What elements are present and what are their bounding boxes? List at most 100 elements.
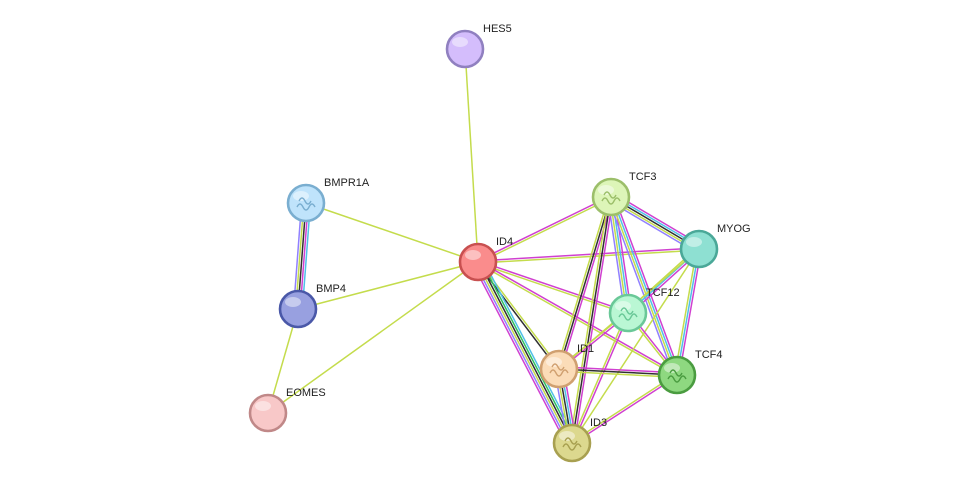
protein-structure-icon <box>562 437 582 451</box>
edge-eomes-id4[interactable] <box>267 261 479 414</box>
edge-id4-id3[interactable] <box>472 259 578 446</box>
protein-structure-icon <box>601 191 621 205</box>
node-highlight <box>559 431 575 441</box>
node-label: ID1 <box>577 343 594 355</box>
edge-line-textmining <box>305 202 479 263</box>
edge-tcf3-tcf4[interactable] <box>607 195 681 377</box>
node-circle <box>445 29 485 69</box>
edge-line-textmining <box>570 373 677 443</box>
node-highlight <box>452 37 468 47</box>
edge-line-textmining <box>570 312 628 443</box>
node-highlight <box>686 237 702 247</box>
edge-line-experiments <box>572 313 630 444</box>
edge-line-experiments <box>678 249 702 376</box>
node-label: TCF3 <box>629 171 657 183</box>
edge-id4-tcf4[interactable] <box>477 260 678 377</box>
node-label: EOMES <box>286 387 326 399</box>
edge-line-experiments <box>478 260 629 313</box>
edge-line-coexpression <box>558 196 612 370</box>
node-circle <box>679 229 719 269</box>
node-myog[interactable]: MYOG <box>679 223 751 269</box>
edge-line-experiments <box>573 197 614 444</box>
edge-line-homology <box>474 263 570 445</box>
node-label: ID4 <box>496 236 513 248</box>
node-circle <box>248 393 288 433</box>
node-label: BMP4 <box>316 283 346 295</box>
edge-line-textmining <box>297 261 479 310</box>
node-highlight <box>546 357 562 367</box>
edge-line-textmining <box>569 196 610 443</box>
node-label: ID3 <box>590 417 607 429</box>
edge-line-database <box>676 248 700 376</box>
node-highlight <box>255 401 271 411</box>
node-label: MYOG <box>717 223 751 235</box>
node-tcf12[interactable]: TCF12 <box>608 287 680 333</box>
edge-line-textmining <box>478 249 700 264</box>
edge-line-experiments <box>477 247 699 262</box>
node-hes5[interactable]: HES5 <box>445 23 512 69</box>
edge-line-experiments <box>477 195 611 262</box>
edge-line-textmining <box>571 248 700 444</box>
edge-myog-tcf4[interactable] <box>674 248 702 376</box>
node-circle <box>458 242 498 282</box>
edge-id1-tcf4[interactable] <box>558 366 678 378</box>
edge-line-neighborhood <box>480 260 576 442</box>
node-tcf4[interactable]: TCF4 <box>657 349 723 395</box>
node-label: TCF4 <box>695 349 723 361</box>
edge-bmpr1a-id4[interactable] <box>305 202 479 263</box>
edge-line-experiments <box>478 260 678 375</box>
node-label: HES5 <box>483 23 512 35</box>
edge-line-experiments <box>572 375 679 445</box>
edge-line-homology <box>607 197 675 377</box>
node-highlight <box>293 191 309 201</box>
edge-id4-tcf3[interactable] <box>477 195 612 264</box>
node-id3[interactable]: ID3 <box>552 417 607 463</box>
node-highlight <box>615 301 631 311</box>
edge-hes5-id4[interactable] <box>464 48 479 263</box>
edge-tcf3-id3[interactable] <box>569 196 614 444</box>
node-circle <box>278 289 318 329</box>
edge-line-experiments <box>559 366 678 374</box>
edge-line-coexpression <box>478 261 574 443</box>
node-label: TCF12 <box>646 287 680 299</box>
edge-line-experiments <box>472 264 568 446</box>
edge-line-textmining <box>556 196 610 369</box>
edge-line-coexpression <box>571 196 612 444</box>
edge-line-textmining <box>558 370 677 378</box>
protein-structure-icon <box>618 307 638 321</box>
node-tcf3[interactable]: TCF3 <box>591 171 657 217</box>
node-id1[interactable]: ID1 <box>539 343 594 389</box>
node-bmpr1a[interactable]: BMPR1A <box>286 177 370 223</box>
edge-line-experiments <box>613 195 681 375</box>
edge-id4-tcf12[interactable] <box>477 260 629 315</box>
edge-line-coexpression <box>476 262 559 371</box>
protein-structure-icon <box>296 197 316 211</box>
edge-line-textmining <box>476 262 572 444</box>
node-highlight <box>598 185 614 195</box>
edge-line-coexpression <box>558 368 678 376</box>
edge-line-textmining <box>609 197 677 376</box>
edge-line-textmining <box>478 197 612 264</box>
edge-myog-id3[interactable] <box>571 248 700 444</box>
edge-line-textmining <box>609 197 628 314</box>
edge-line-textmining <box>267 261 479 414</box>
node-highlight <box>664 363 680 373</box>
node-eomes[interactable]: EOMES <box>248 387 326 433</box>
node-label: BMPR1A <box>324 177 370 189</box>
edge-line-textmining <box>464 48 479 263</box>
edge-id4-myog[interactable] <box>477 247 700 264</box>
protein-structure-icon <box>549 363 569 377</box>
node-highlight <box>285 297 301 307</box>
edge-tcf4-id3[interactable] <box>570 373 679 445</box>
edge-line-textmining <box>674 248 698 375</box>
protein-structure-icon <box>667 369 687 383</box>
edge-line-textmining <box>477 262 628 315</box>
edge-line-database <box>611 196 679 375</box>
node-highlight <box>465 250 481 260</box>
node-bmp4[interactable]: BMP4 <box>278 283 346 329</box>
edge-bmp4-id4[interactable] <box>297 261 479 310</box>
node-id4[interactable]: ID4 <box>458 236 513 282</box>
edge-tcf12-id3[interactable] <box>570 312 630 444</box>
